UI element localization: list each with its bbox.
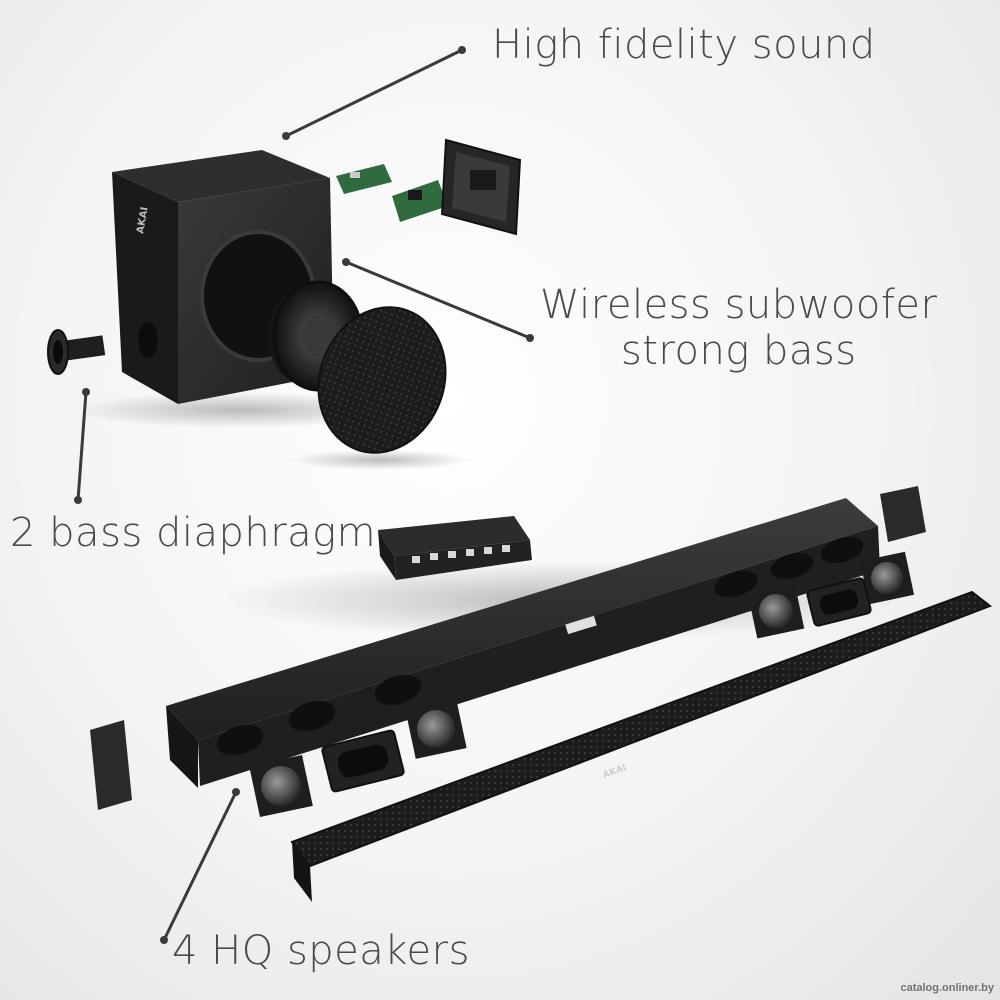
label-bass-diaphragm: 2 bass diaphragm xyxy=(10,510,377,556)
watermark: catalog.onliner.by xyxy=(900,982,994,994)
hq-speakers xyxy=(249,551,915,818)
speaker-driver xyxy=(405,699,467,759)
label-wireless-line1: Wireless subwoofer xyxy=(540,282,938,328)
speaker-driver xyxy=(249,754,313,818)
label-wireless-line2: strong bass xyxy=(620,328,857,374)
speaker-driver xyxy=(859,551,915,605)
label-hq-speakers: 4 HQ speakers xyxy=(172,928,470,974)
label-wireless-subwoofer: Wireless subwoofer strong bass xyxy=(540,282,937,374)
passive-radiator xyxy=(806,577,872,627)
bracket-piece xyxy=(378,516,532,580)
leader-line-wireless xyxy=(345,260,531,340)
passive-radiator xyxy=(321,729,405,793)
leader-line-hq xyxy=(162,791,238,941)
leader-line-hifi xyxy=(285,48,463,138)
bass-diaphragm-port xyxy=(47,329,106,375)
end-cap-right xyxy=(880,486,926,542)
label-high-fidelity: High fidelity sound xyxy=(492,22,876,68)
circuit-boards xyxy=(336,138,522,236)
woofer-grille xyxy=(317,306,447,454)
speaker-driver xyxy=(747,583,805,639)
bass-port xyxy=(138,322,158,358)
brand-logo-soundbar: AKAI xyxy=(602,763,628,781)
soundbar-body xyxy=(166,498,880,788)
end-cap-left xyxy=(90,720,132,810)
leader-lines xyxy=(74,46,534,944)
brand-logo-subwoofer: AKAI xyxy=(135,206,151,234)
